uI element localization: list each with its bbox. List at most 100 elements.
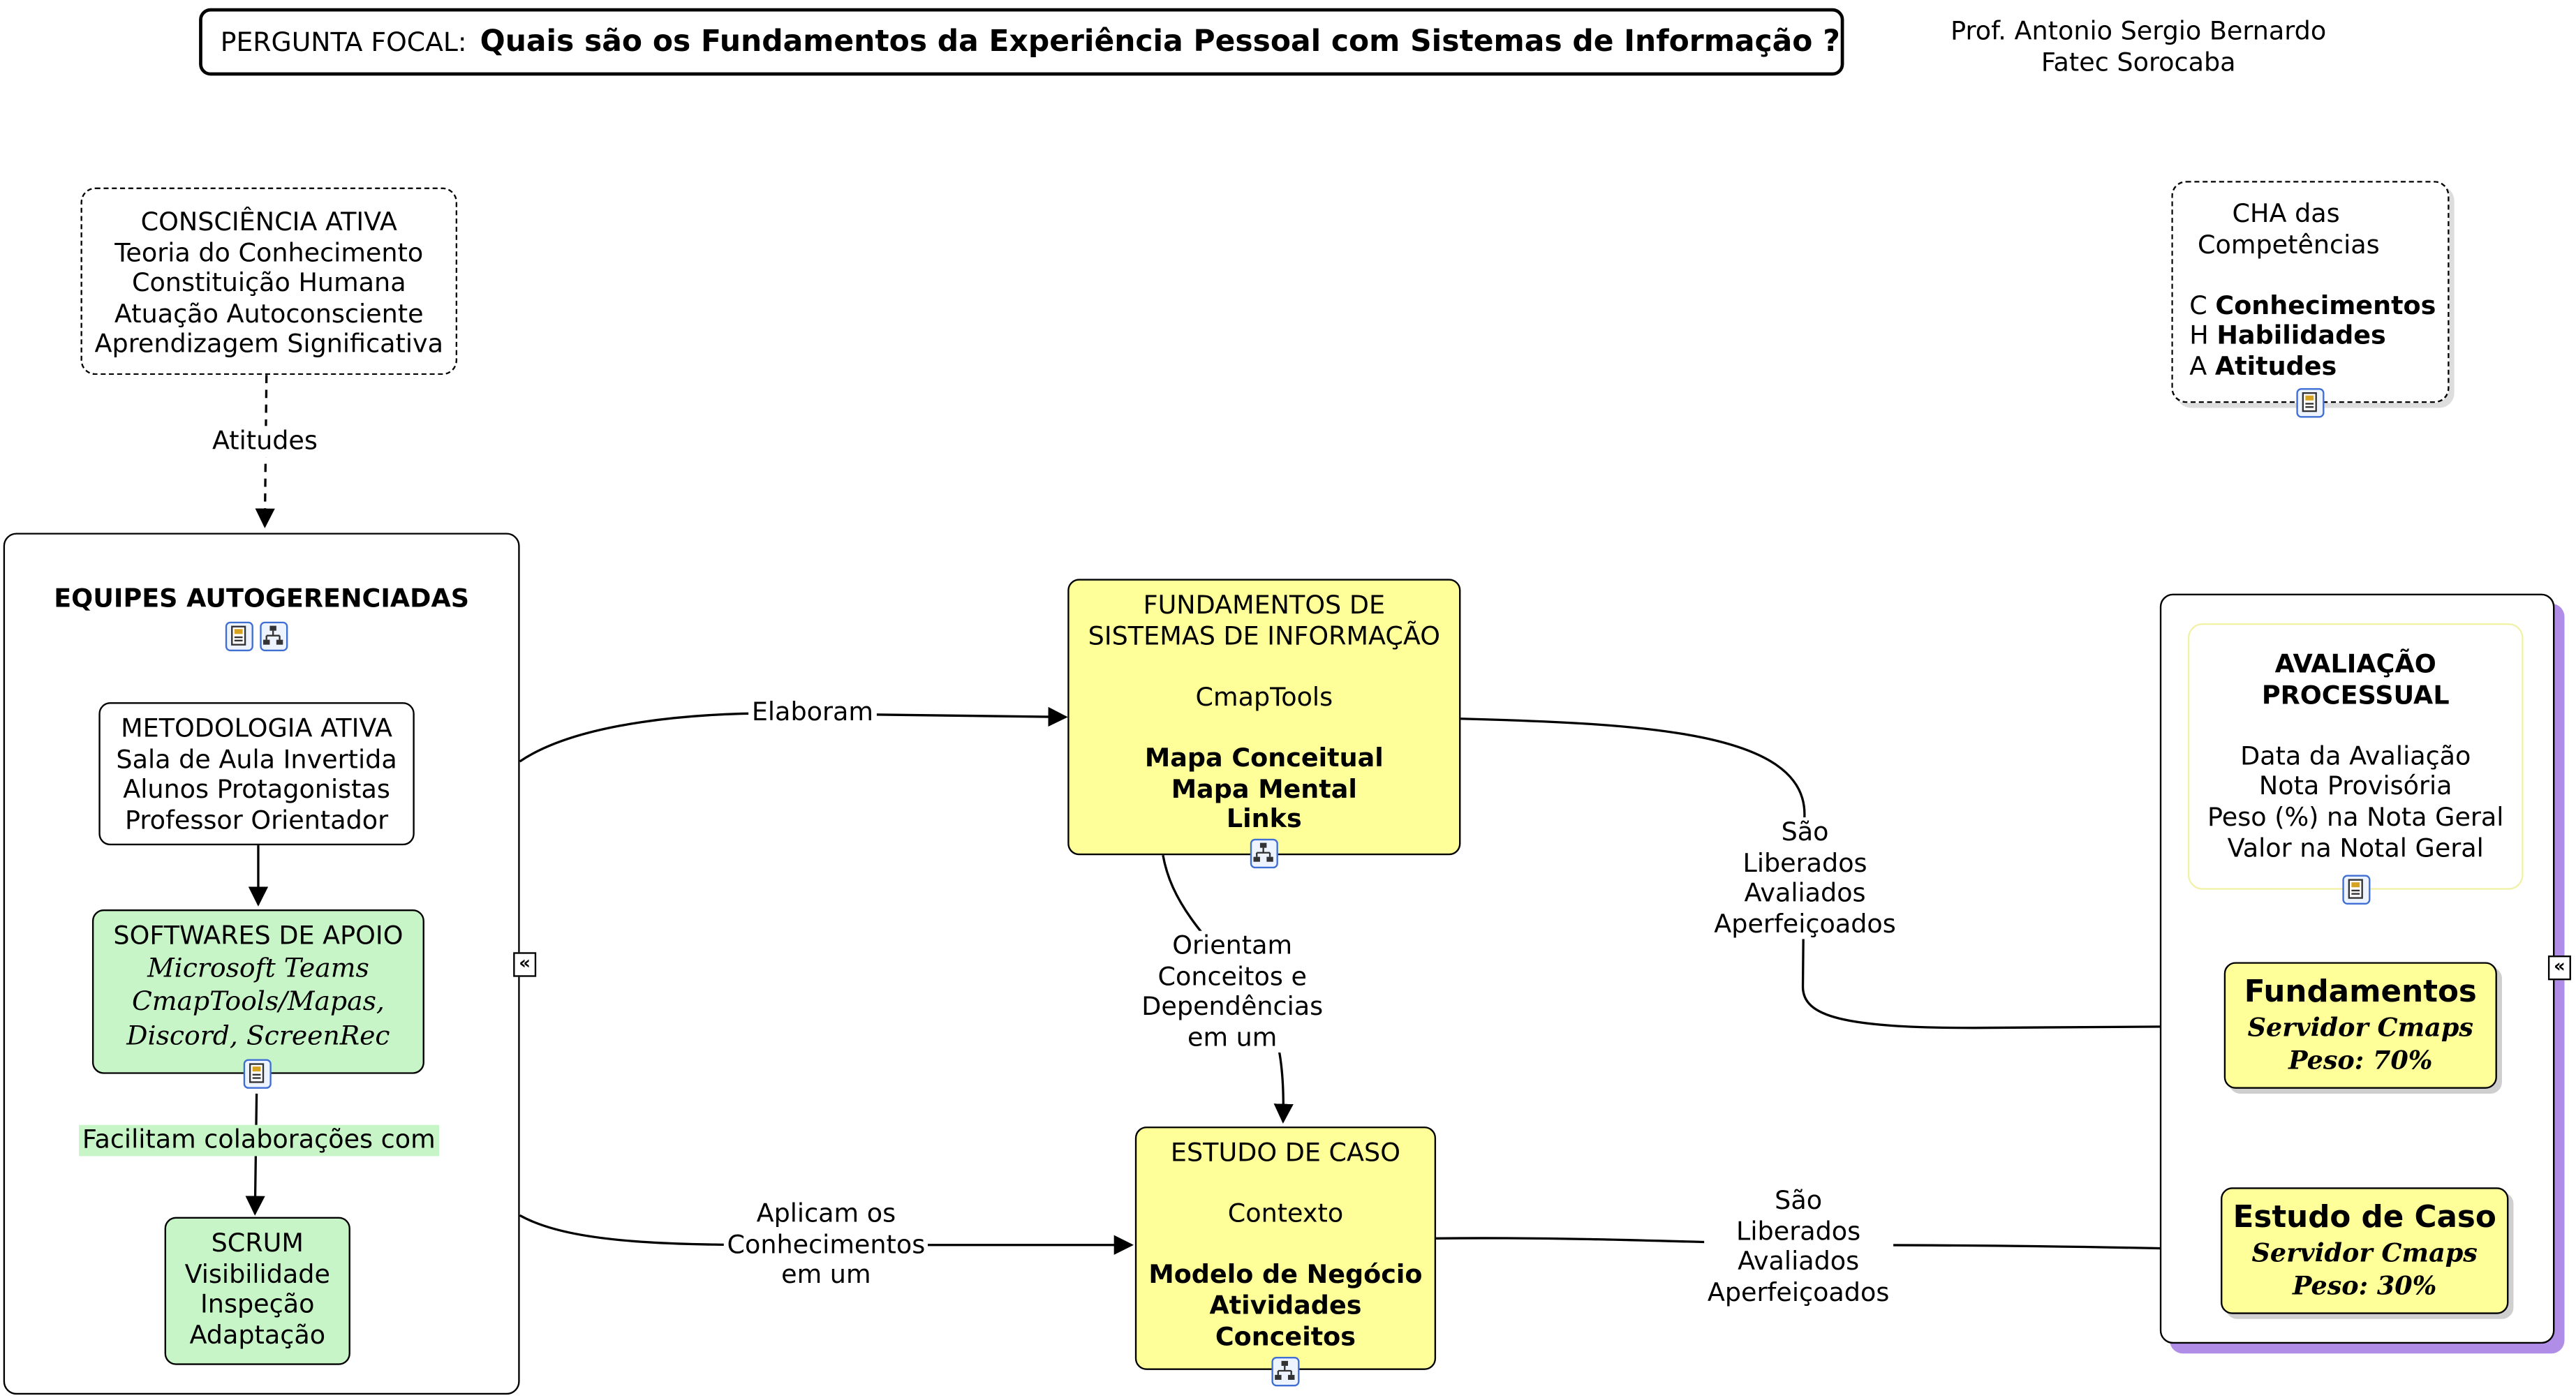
node-line: Atuação Autoconsciente bbox=[114, 299, 424, 329]
hierarchy-icon[interactable] bbox=[1250, 838, 1278, 869]
link-label-line: Dependências bbox=[1141, 991, 1324, 1022]
link-label-sao-liberados-estudo: São Liberados Avaliados Aperfeiçoados bbox=[1704, 1185, 1893, 1308]
estudo-de-caso-node[interactable]: ESTUDO DE CASO Contexto Modelo de Negóci… bbox=[1134, 1126, 1437, 1370]
cha-title-2: Competências bbox=[2198, 229, 2380, 260]
node-line: Contexto bbox=[1227, 1199, 1344, 1229]
link-label-aplicam: Aplicam os Conhecimentos em um bbox=[723, 1198, 928, 1291]
node-line-bold: Conceitos bbox=[1215, 1321, 1356, 1351]
node-line: FUNDAMENTOS DE bbox=[1143, 590, 1386, 620]
cha-competencias-node[interactable]: CHA das Competências C Conhecimentos H H… bbox=[2171, 181, 2450, 403]
document-icon[interactable] bbox=[225, 621, 253, 652]
link-label-line: em um bbox=[781, 1259, 871, 1290]
author-name: Prof. Antonio Sergio Bernardo bbox=[1950, 16, 2327, 46]
metodologia-ativa-node[interactable]: METODOLOGIA ATIVA Sala de Aula Invertida… bbox=[98, 702, 415, 846]
document-icon[interactable] bbox=[2342, 875, 2371, 905]
node-line: CmapTools bbox=[1195, 682, 1333, 712]
node-line-bold: Mapa Mental bbox=[1171, 773, 1357, 804]
focal-question-box: PERGUNTA FOCAL: Quais são os Fundamentos… bbox=[199, 8, 1844, 76]
link-label-line: São bbox=[1781, 817, 1829, 847]
link-label-line: em um bbox=[1187, 1022, 1278, 1052]
fundamentos-si-node[interactable]: FUNDAMENTOS DE SISTEMAS DE INFORMAÇÃO Cm… bbox=[1067, 579, 1461, 856]
hierarchy-icon[interactable] bbox=[260, 621, 288, 652]
cha-item-h: H Habilidades bbox=[2189, 321, 2448, 352]
node-line: ESTUDO DE CASO bbox=[1170, 1138, 1400, 1168]
avaliacao-title: AVALIAÇÃO bbox=[2274, 649, 2436, 680]
link-label-sao-liberados-fundamentos: São Liberados Avaliados Aperfeiçoados bbox=[1710, 817, 1900, 939]
consciencia-ativa-node[interactable]: CONSCIÊNCIA ATIVA Teoria do Conhecimento… bbox=[80, 187, 458, 375]
node-line: Constituição Humana bbox=[131, 268, 406, 298]
link-label-line: São bbox=[1775, 1185, 1823, 1216]
equipes-title: EQUIPES AUTOGERENCIADAS bbox=[54, 583, 470, 614]
node-line: Inspeção bbox=[200, 1289, 315, 1320]
link-label-line: Aplicam os bbox=[756, 1198, 896, 1229]
fundamentos-nota-node[interactable]: Fundamentos Servidor Cmaps Peso: 70% bbox=[2223, 962, 2497, 1089]
link-fundamentos-nota bbox=[1460, 717, 2225, 1036]
link-label-atitudes: Atitudes bbox=[209, 426, 321, 456]
collapse-arrow-icon[interactable]: « bbox=[513, 952, 537, 977]
nota-line: Peso: 70% bbox=[2288, 1044, 2433, 1076]
node-line-bold: Atividades bbox=[1209, 1291, 1362, 1321]
software-item: Discord, ScreenRec bbox=[126, 1018, 390, 1050]
cha-title-1: CHA das bbox=[2232, 199, 2340, 229]
nota-title: Estudo de Caso bbox=[2233, 1200, 2496, 1235]
document-icon[interactable] bbox=[2296, 388, 2325, 418]
link-label-line: Aperfeiçoados bbox=[1714, 908, 1896, 939]
node-line: Aprendizagem Significativa bbox=[94, 329, 443, 359]
link-label-line: Aperfeiçoados bbox=[1707, 1277, 1890, 1307]
nota-line: Servidor Cmaps bbox=[2247, 1011, 2473, 1043]
softwares-apoio-node[interactable]: SOFTWARES DE APOIO Microsoft Teams CmapT… bbox=[91, 909, 424, 1074]
node-line: Sala de Aula Invertida bbox=[116, 744, 397, 774]
avaliacao-processual-node[interactable]: AVALIAÇÃO PROCESSUAL Data da Avaliação N… bbox=[2187, 623, 2524, 890]
estudo-nota-node[interactable]: Estudo de Caso Servidor Cmaps Peso: 30% bbox=[2221, 1187, 2509, 1314]
software-item: CmapTools/Mapas, bbox=[131, 985, 385, 1017]
cha-item-a: A Atitudes bbox=[2189, 352, 2448, 382]
node-line: Adaptação bbox=[189, 1320, 326, 1351]
link-label-line: Avaliados bbox=[1738, 1247, 1860, 1277]
node-line: Professor Orientador bbox=[125, 805, 389, 835]
node-line: Nota Provisória bbox=[2258, 771, 2452, 802]
cha-letter: H bbox=[2189, 321, 2209, 351]
node-line: CONSCIÊNCIA ATIVA bbox=[140, 207, 397, 237]
cha-item-c: C Conhecimentos bbox=[2189, 291, 2448, 322]
node-line: Data da Avaliação bbox=[2240, 741, 2471, 771]
node-line: Alunos Protagonistas bbox=[123, 775, 390, 805]
hierarchy-icon[interactable] bbox=[1271, 1356, 1300, 1387]
document-icon[interactable] bbox=[243, 1059, 272, 1089]
node-line: Visibilidade bbox=[184, 1258, 330, 1289]
scrum-node[interactable]: SCRUM Visibilidade Inspeção Adaptação bbox=[164, 1217, 350, 1365]
software-item: Microsoft Teams bbox=[147, 951, 369, 983]
nota-title: Fundamentos bbox=[2244, 975, 2477, 1010]
link-label-line: Orientam bbox=[1172, 930, 1293, 961]
cha-word: Conhecimentos bbox=[2215, 290, 2436, 320]
link-label-line: Conceitos e bbox=[1157, 961, 1307, 991]
softwares-title: SOFTWARES DE APOIO bbox=[113, 921, 404, 951]
link-label-orientam: Orientam Conceitos e Dependências em um bbox=[1138, 930, 1326, 1053]
link-label-elaboram: Elaboram bbox=[748, 697, 877, 728]
nota-line: Servidor Cmaps bbox=[2251, 1236, 2478, 1268]
node-line: SCRUM bbox=[211, 1228, 304, 1258]
nota-line: Peso: 30% bbox=[2293, 1270, 2437, 1301]
node-line: Peso (%) na Nota Geral bbox=[2207, 802, 2504, 833]
cha-letter: C bbox=[2189, 290, 2207, 320]
author-credit: Prof. Antonio Sergio Bernardo Fatec Soro… bbox=[1941, 17, 2336, 77]
author-institution: Fatec Sorocaba bbox=[2041, 47, 2236, 77]
collapse-arrow-icon[interactable]: « bbox=[2547, 955, 2571, 981]
link-label-line: Avaliados bbox=[1744, 878, 1866, 908]
node-line-bold: Modelo de Negócio bbox=[1148, 1260, 1423, 1291]
node-line: Valor na Notal Geral bbox=[2227, 833, 2484, 863]
cha-word: Atitudes bbox=[2214, 352, 2337, 382]
cha-word: Habilidades bbox=[2216, 321, 2386, 351]
link-label-facilitam: Facilitam colaborações com bbox=[79, 1124, 439, 1156]
node-line: METODOLOGIA ATIVA bbox=[121, 713, 393, 744]
node-line: Teoria do Conhecimento bbox=[114, 237, 424, 268]
focal-question: Quais são os Fundamentos da Experiência … bbox=[480, 24, 1840, 59]
avaliacao-title: PROCESSUAL bbox=[2261, 680, 2450, 710]
node-line-bold: Links bbox=[1226, 804, 1302, 835]
link-label-line: Liberados bbox=[1742, 847, 1867, 878]
node-line-bold: Mapa Conceitual bbox=[1144, 743, 1384, 773]
node-line: SISTEMAS DE INFORMAÇÃO bbox=[1088, 620, 1440, 651]
focal-prefix: PERGUNTA FOCAL: bbox=[220, 26, 467, 58]
link-label-line: Liberados bbox=[1736, 1216, 1861, 1246]
link-label-line: Conhecimentos bbox=[727, 1229, 926, 1259]
